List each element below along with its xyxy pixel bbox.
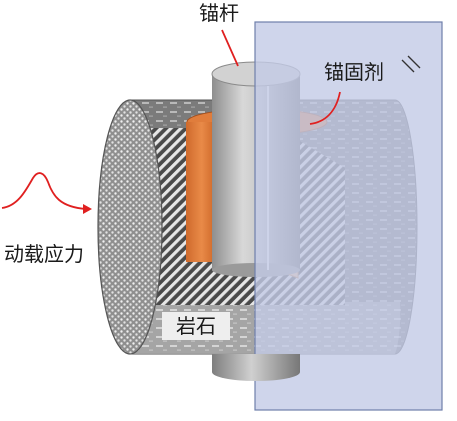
anchor-bolt-bottom — [212, 354, 300, 381]
rock-label: 岩石 — [162, 312, 230, 340]
anchor-bolt-label: 锚杆 — [199, 1, 239, 25]
dynamic-stress-label: 动载应力 — [4, 242, 84, 266]
section-plane — [254, 21, 443, 411]
stress-wave-curve — [1, 172, 87, 210]
rock-front-face — [97, 99, 163, 355]
grout-leader-line — [309, 91, 341, 125]
plane-mark-2 — [407, 55, 421, 69]
grout-left-layer — [186, 122, 212, 262]
anchoring-agent-label: 锚固剂 — [324, 60, 384, 84]
bolt-leader-line — [221, 29, 239, 67]
plane-mark-1 — [401, 59, 415, 73]
stress-arrow-head — [83, 204, 92, 214]
